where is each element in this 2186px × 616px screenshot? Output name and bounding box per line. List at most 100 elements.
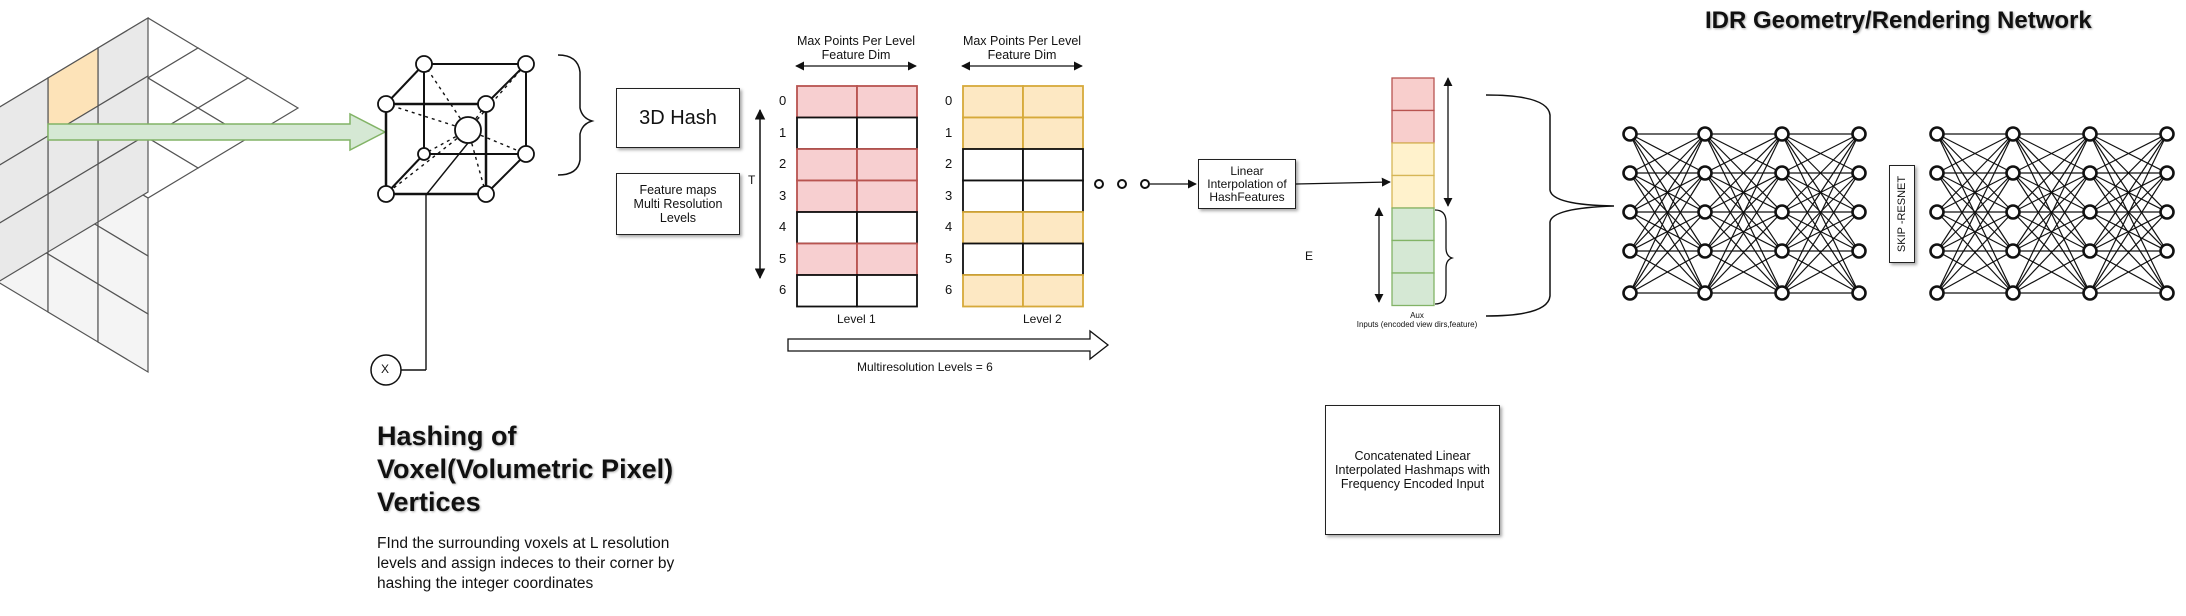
table-cell — [962, 179, 1024, 213]
network-node — [1697, 285, 1713, 301]
network-edge — [1704, 172, 1783, 252]
concat-line-1: Concatenated Linear — [1354, 449, 1471, 463]
network-node — [1622, 243, 1638, 259]
level1-header-line-1: Max Points Per Level — [796, 34, 916, 48]
linear-interp-line-2: Interpolation of — [1207, 176, 1287, 191]
feature-vector-cell — [1391, 207, 1435, 242]
ellipsis-dots — [1094, 179, 1150, 189]
network-node — [2005, 243, 2021, 259]
hashing-description: FInd the surrounding voxels at L resolut… — [377, 534, 674, 594]
network-edge — [2089, 133, 2168, 174]
network-edge — [1704, 172, 1783, 294]
network-edge — [1704, 211, 1783, 294]
table-row-index: 2 — [779, 156, 787, 171]
network-node — [2159, 285, 2175, 301]
network-node — [1774, 285, 1790, 301]
rendering-network — [1929, 126, 2175, 301]
network-node — [2005, 126, 2021, 142]
network-edge — [2089, 133, 2168, 252]
network-node — [1851, 126, 1867, 142]
network-edge — [1629, 133, 1706, 294]
network-edge — [1936, 172, 2014, 294]
voxel-wireframe — [377, 55, 535, 203]
brace-hash — [557, 54, 595, 176]
table-row-index: 3 — [779, 187, 787, 203]
network-edge — [1781, 133, 1860, 294]
network-edge — [1781, 133, 1860, 252]
aux-label: Aux Inputs (encoded view dirs,feature) — [1356, 311, 1478, 329]
geometry-network — [1622, 126, 1867, 301]
hashing-title-line-2: Voxel(Volumetric Pixel) — [377, 454, 674, 484]
table-cell — [796, 179, 858, 213]
network-edge — [1629, 133, 1706, 174]
table-cell — [962, 211, 1024, 245]
network-node — [2082, 243, 2098, 259]
network-node — [1929, 126, 1945, 142]
linear-interp-line-1: Linear — [1230, 163, 1264, 178]
table-cell — [856, 242, 918, 276]
aux-brace — [1434, 209, 1455, 305]
network-node — [1774, 243, 1790, 259]
network-edge — [2089, 172, 2168, 252]
network-edge — [2012, 250, 2091, 294]
table-cell — [1022, 85, 1084, 119]
aux-line-2: Inputs (encoded view dirs,feature) — [1356, 320, 1478, 329]
t-label: T — [748, 173, 756, 187]
table-row-index: 0 — [945, 93, 953, 108]
table-cell — [962, 85, 1024, 119]
table-cell — [962, 274, 1024, 308]
level2-header-line-1: Max Points Per Level — [962, 34, 1082, 48]
network-edge — [2012, 133, 2091, 213]
network-node — [1697, 243, 1713, 259]
feature-maps-line-1: Feature maps — [639, 183, 717, 197]
table-cell — [856, 148, 918, 182]
network-node — [1929, 204, 1945, 220]
network-node — [1622, 204, 1638, 220]
cube-left-face — [0, 192, 49, 282]
skip-resnet-label: SKIP -RESNET — [1896, 175, 1908, 253]
network-edge — [2089, 250, 2168, 294]
network-node — [1929, 285, 1945, 301]
network-edge — [1781, 133, 1860, 174]
network-node — [1622, 165, 1638, 181]
concat-line-2: Interpolated Hashmaps with — [1335, 463, 1490, 477]
network-edge — [1781, 172, 1860, 294]
network-edge — [2089, 211, 2168, 252]
voxel-cube — [0, 16, 300, 374]
network-node — [2159, 204, 2175, 220]
network-edge — [1936, 133, 2014, 294]
table-cell — [796, 148, 858, 182]
network-node — [2005, 285, 2021, 301]
network-edge — [1704, 133, 1783, 294]
table-cell — [796, 242, 858, 276]
feature-vector-cell — [1391, 239, 1435, 274]
green-arrow — [47, 112, 387, 152]
network-node — [1774, 204, 1790, 220]
network-node — [1851, 243, 1867, 259]
network-edge — [1629, 172, 1706, 252]
level1-header: Max Points Per Level Feature Dim — [790, 34, 922, 62]
feature-vector-cell — [1391, 272, 1435, 307]
network-edge — [2012, 211, 2091, 294]
e-label: E — [1305, 249, 1314, 263]
aux-line-1: Aux — [1410, 311, 1424, 320]
table-cell — [856, 179, 918, 213]
feature-vector — [1391, 77, 1435, 307]
network-node — [2082, 126, 2098, 142]
network-edge — [1704, 133, 1783, 213]
table-row-index: 1 — [945, 124, 953, 140]
network-edge — [2012, 172, 2091, 294]
network-edge — [2089, 133, 2168, 213]
level2-header: Max Points Per Level Feature Dim — [956, 34, 1088, 62]
cube-front-face — [97, 282, 149, 374]
network-edge — [1781, 250, 1860, 294]
table-cell — [962, 242, 1024, 276]
x-connector-diag — [425, 142, 469, 196]
network-node — [1622, 285, 1638, 301]
network-node — [1929, 165, 1945, 181]
feature-maps-box: Feature maps Multi Resolution Levels — [616, 173, 740, 235]
hashing-title-line-1: Hashing of — [377, 421, 517, 451]
network-edge — [1936, 211, 2014, 252]
network-node — [1851, 204, 1867, 220]
